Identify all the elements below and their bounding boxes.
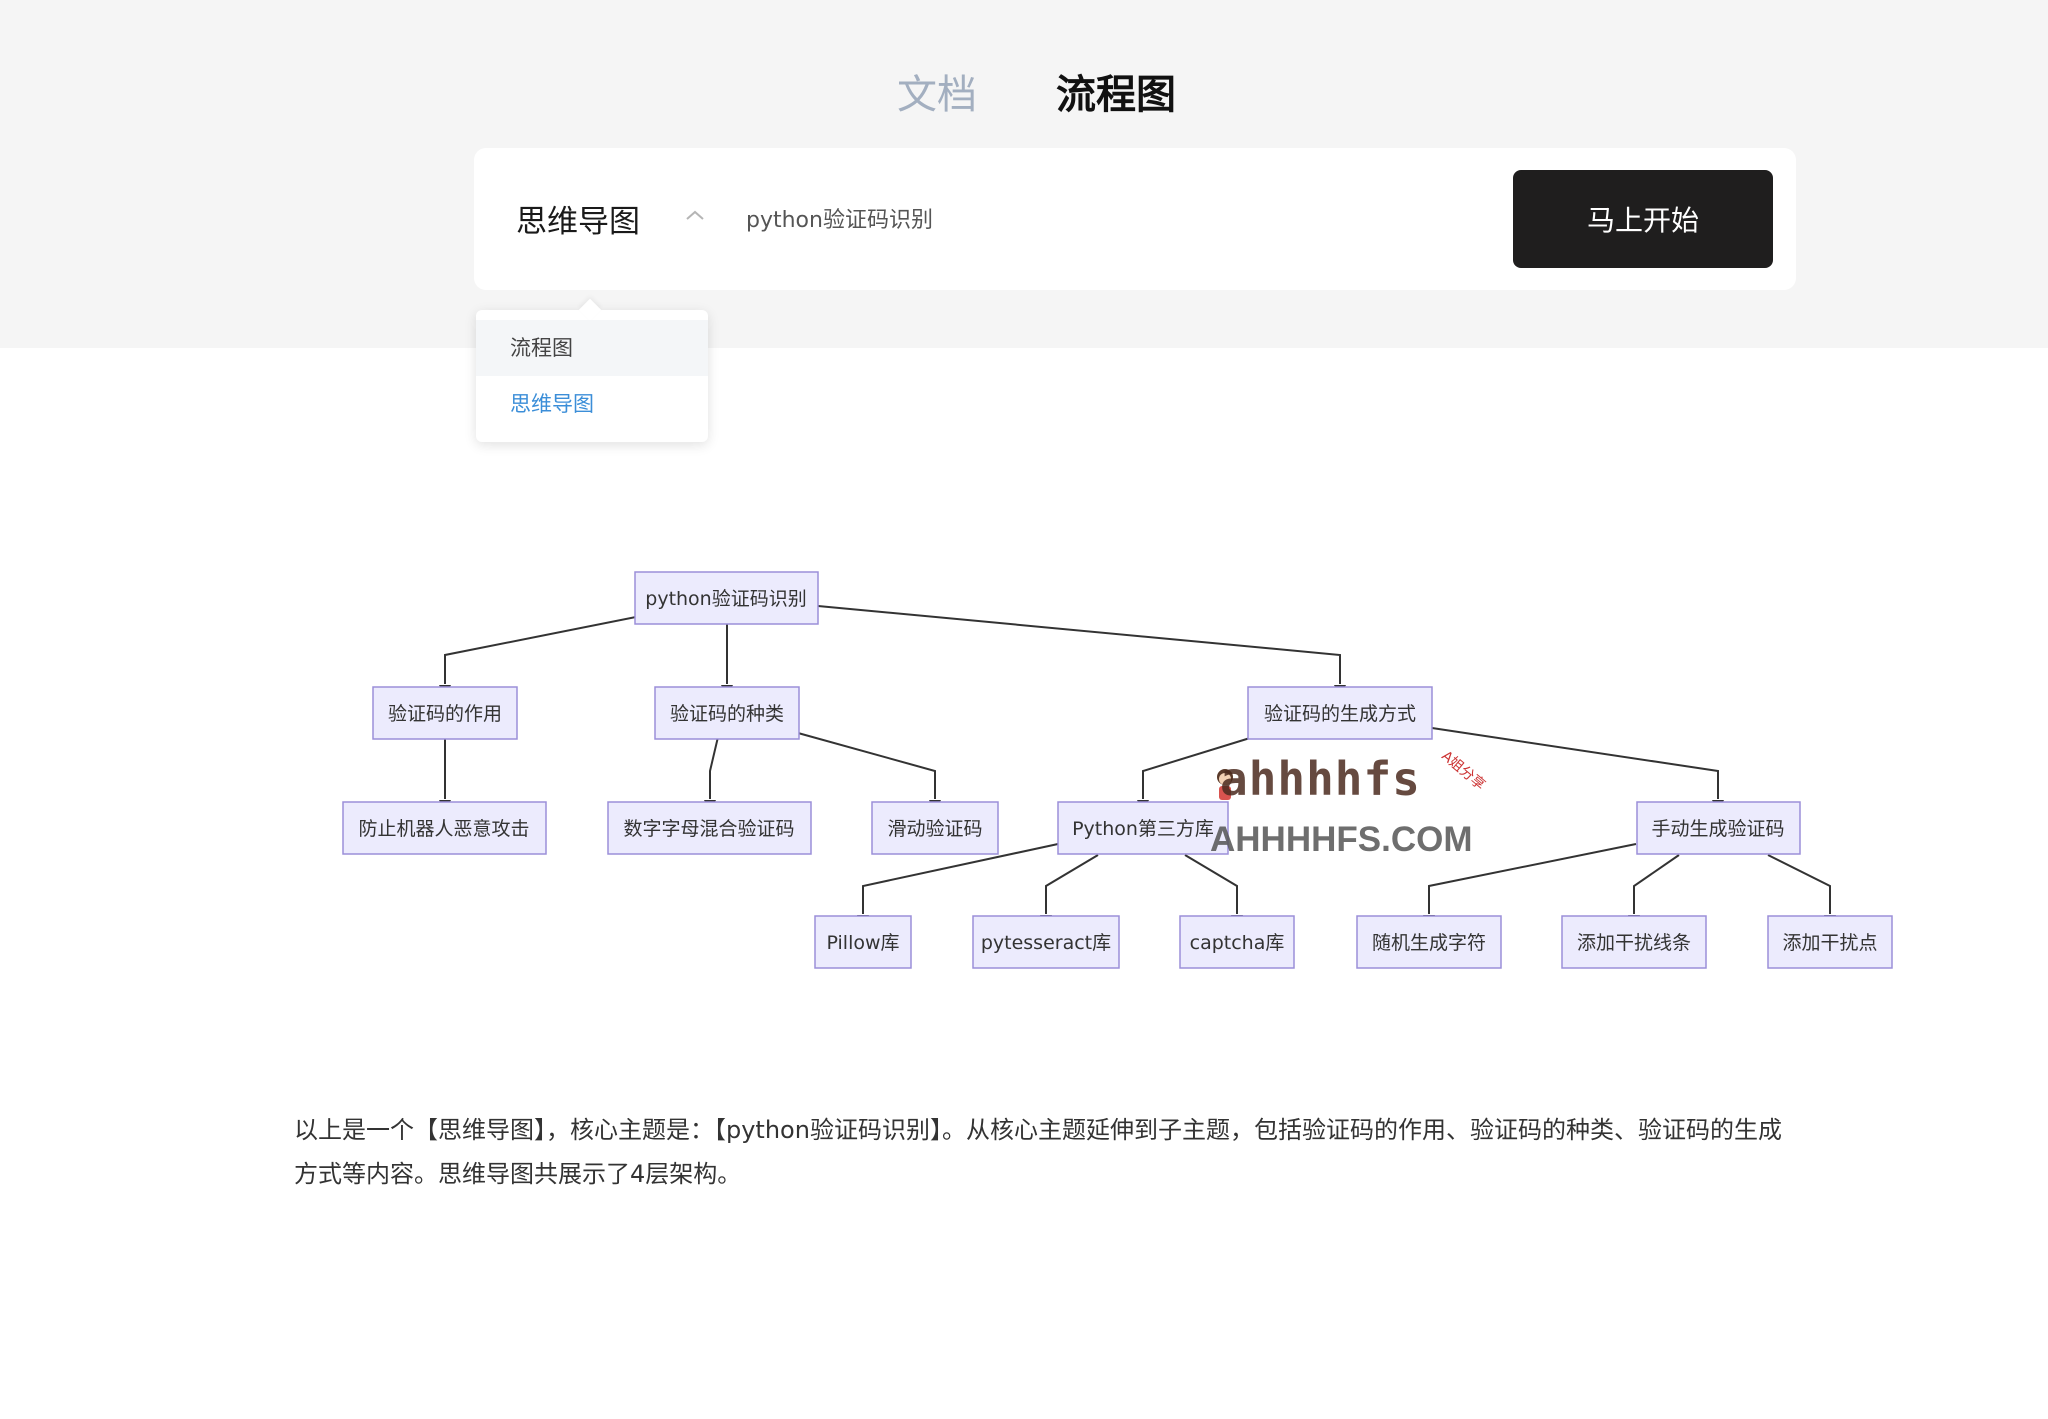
search-card: 思维导图 马上开始 (474, 148, 1796, 290)
node-generation[interactable]: 验证码的生成方式 (1247, 686, 1433, 740)
watermark-url: AHHHHFS.COM (1210, 820, 1473, 859)
edge-manual-random (1428, 843, 1637, 914)
node-pytesseract[interactable]: pytesseract库 (972, 915, 1120, 969)
node-random-chars[interactable]: 随机生成字符 (1356, 915, 1502, 969)
mindmap-edges (444, 605, 1831, 914)
node-slide-captcha[interactable]: 滑动验证码 (871, 801, 999, 855)
svg-text:滑动验证码: 滑动验证码 (887, 818, 982, 840)
mindmap-nodes: python验证码识别 验证码的作用 验证码的种类 验证码的生成方式 防止机器人… (342, 571, 1893, 969)
svg-text:python验证码识别: python验证码识别 (645, 588, 806, 610)
edge-types-mixed (709, 736, 719, 799)
svg-text:验证码的种类: 验证码的种类 (670, 703, 784, 725)
svg-text:pytesseract库: pytesseract库 (981, 932, 1111, 954)
svg-text:验证码的生成方式: 验证码的生成方式 (1264, 703, 1416, 725)
node-antibot[interactable]: 防止机器人恶意攻击 (342, 801, 547, 855)
chevron-up-icon[interactable] (684, 208, 706, 222)
tab-flowchart[interactable]: 流程图 (1056, 71, 1176, 118)
node-noise-dots[interactable]: 添加干扰点 (1767, 915, 1893, 969)
tab-document[interactable]: 文档 (897, 72, 977, 118)
summary-line-2: 方式等内容。思维导图共展示了4层架构。 (294, 1160, 742, 1188)
node-captcha-lib[interactable]: captcha库 (1179, 915, 1295, 969)
svg-text:Pillow库: Pillow库 (826, 932, 899, 954)
mode-select-label[interactable]: 思维导图 (516, 204, 640, 240)
watermark-logo: ahhhhfs (1220, 752, 1421, 806)
svg-text:数字字母混合验证码: 数字字母混合验证码 (623, 818, 794, 840)
mode-dropdown: 流程图 思维导图 (476, 298, 708, 442)
edge-pylib-pytesseract (1045, 854, 1099, 914)
node-manual-gen[interactable]: 手动生成验证码 (1636, 801, 1801, 855)
mindmap-diagram: python验证码识别 验证码的作用 验证码的种类 验证码的生成方式 防止机器人… (0, 540, 2048, 1000)
node-noise-lines[interactable]: 添加干扰线条 (1561, 915, 1707, 969)
edge-types-slide (797, 732, 936, 799)
edge-manual-dots (1767, 854, 1831, 914)
node-python-libs[interactable]: Python第三方库 (1057, 801, 1229, 855)
node-purpose[interactable]: 验证码的作用 (372, 686, 518, 740)
dropdown-item-flowchart[interactable]: 流程图 (476, 320, 708, 376)
svg-text:防止机器人恶意攻击: 防止机器人恶意攻击 (358, 818, 529, 840)
summary-text: 以上是一个【思维导图】，核心主题是：【python验证码识别】。从核心主题延伸到… (294, 1108, 1944, 1196)
watermark-mascot-icon (1217, 769, 1233, 800)
topic-input[interactable] (746, 198, 1446, 238)
svg-text:captcha库: captcha库 (1190, 932, 1285, 954)
edge-gen-manual (1431, 727, 1719, 799)
edge-manual-lines (1633, 854, 1680, 914)
svg-text:Python第三方库: Python第三方库 (1072, 818, 1214, 840)
svg-text:验证码的作用: 验证码的作用 (388, 703, 502, 725)
node-root[interactable]: python验证码识别 (634, 571, 819, 625)
dropdown-item-mindmap[interactable]: 思维导图 (510, 392, 594, 416)
edge-pylib-pillow (862, 843, 1059, 914)
node-types[interactable]: 验证码的种类 (654, 686, 800, 740)
edge-root-generation (817, 605, 1341, 684)
svg-text:随机生成字符: 随机生成字符 (1372, 932, 1486, 954)
start-button[interactable]: 马上开始 (1513, 170, 1773, 268)
svg-text:添加干扰点: 添加干扰点 (1782, 932, 1877, 954)
node-pillow[interactable]: Pillow库 (814, 915, 912, 969)
svg-text:添加干扰线条: 添加干扰线条 (1577, 932, 1691, 954)
edge-gen-pylib (1142, 737, 1251, 799)
svg-text:手动生成验证码: 手动生成验证码 (1651, 818, 1784, 840)
edge-root-purpose (444, 616, 637, 684)
summary-line-1: 以上是一个【思维导图】，核心主题是：【python验证码识别】。从核心主题延伸到… (294, 1116, 1782, 1144)
edge-pylib-captcha (1184, 854, 1238, 914)
node-mixed-captcha[interactable]: 数字字母混合验证码 (607, 801, 812, 855)
